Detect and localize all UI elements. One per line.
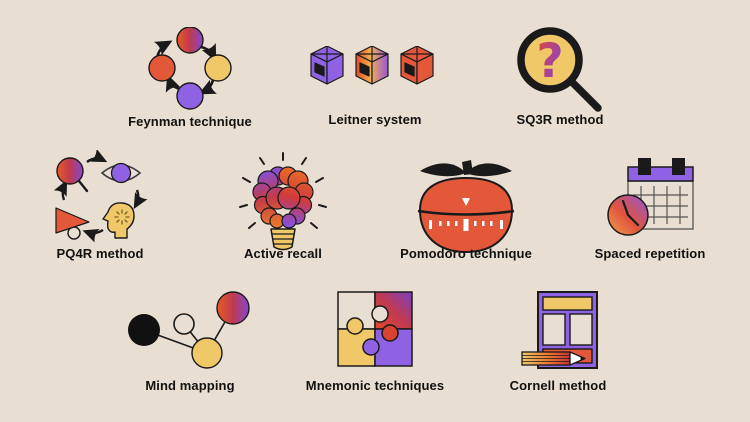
technique-label: SQ3R method (516, 112, 604, 127)
node-gradient (216, 291, 250, 325)
magnifier-icon (56, 157, 89, 193)
technique-label: Leitner system (328, 112, 422, 127)
puzzle-pieces-icon (337, 291, 413, 367)
bulb-base (270, 228, 296, 251)
megaphone-icon (55, 207, 90, 240)
technique-label: Active recall (244, 246, 322, 261)
note-page-pencil-icon (521, 291, 598, 369)
node-network-icon (128, 291, 250, 369)
technique-label: Cornell method (509, 378, 607, 393)
technique-label: Spaced repetition (594, 246, 706, 261)
pencil-icon (521, 351, 586, 366)
puzzle-knob-yellow (346, 317, 364, 335)
node-yellow (191, 337, 223, 369)
eye-icon (100, 162, 142, 184)
node-outline (173, 313, 195, 335)
brain-right-half (277, 166, 314, 229)
question-mark-glyph: ? (536, 34, 563, 89)
technique-label: Mind mapping (145, 378, 235, 393)
magnifier-question-icon: ? (517, 27, 602, 112)
thinking-head-icon (102, 202, 135, 239)
puzzle-knob-purple (362, 338, 380, 356)
puzzle-knob-cream (371, 305, 389, 323)
technique-label: PQ4R method (56, 246, 144, 261)
tomato-leaves (420, 160, 512, 177)
dial-ticks (429, 219, 503, 231)
technique-label: Mnemonic techniques (305, 378, 445, 393)
technique-label: Pomodoro technique (400, 246, 532, 261)
brain-bulb-icon (239, 152, 327, 251)
flashcard-boxes-icon (310, 46, 434, 85)
calendar-clock-icon (607, 158, 694, 236)
puzzle-knob-red (381, 324, 399, 342)
light-rays (239, 152, 327, 229)
node-black (128, 314, 160, 346)
clock (607, 194, 649, 236)
preview-read-recite-cycle-icon (53, 150, 148, 243)
technique-label: Feynman technique (128, 114, 252, 129)
cycle-circles-icon (148, 27, 232, 110)
dial-pointer (462, 198, 470, 206)
tomato-timer-icon (417, 160, 515, 254)
